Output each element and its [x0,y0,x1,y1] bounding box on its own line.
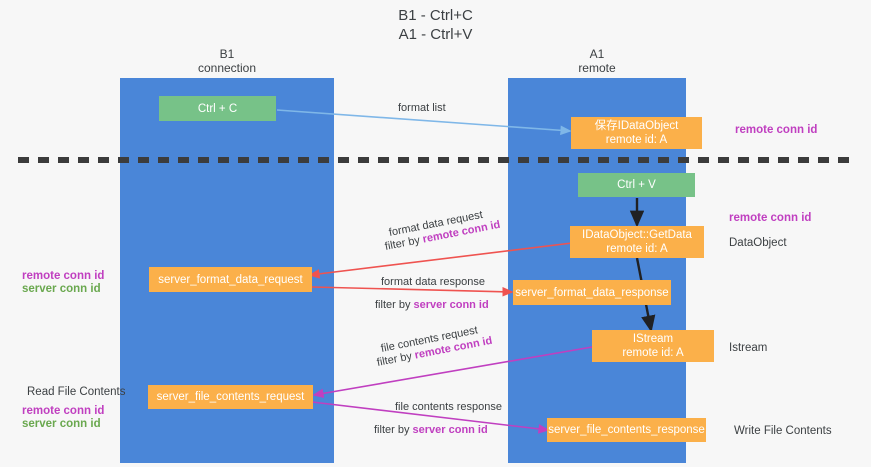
lane-header-b1: B1 connection [197,47,257,75]
node-server-file-contents-request[interactable]: server_file_contents_request [148,385,313,409]
node-istream[interactable]: IStream remote id: A [592,330,714,362]
node-server-format-data-request[interactable]: server_format_data_request [149,267,312,292]
node-ctrl-v[interactable]: Ctrl + V [578,173,695,197]
edge-label-format-list: format list [398,102,446,114]
edge-label-format-data-response-filter: filter by server conn id [375,298,489,312]
annotation-left-remote-conn-id-2: remote conn id [22,405,105,417]
edge-label-file-contents-response-filter: filter by server conn id [374,423,488,437]
edge-label-file-contents-response: file contents response [395,401,503,413]
lane-header-a1: A1 remote [578,47,616,75]
node-server-format-data-response[interactable]: server_format_data_response [513,280,671,305]
annotation-read-file-contents: Read File Contents [27,386,126,398]
annotation-left-remote-conn-id: remote conn id [22,270,105,282]
filter-key-server-conn-id: server conn id [413,299,489,311]
diagram-title: B1 - Ctrl+C A1 - Ctrl+V [398,7,473,43]
annotation-left-server-conn-id-2: server conn id [22,418,101,430]
annotation-dataobject: DataObject [729,237,787,249]
filter-prefix: filter by [375,299,414,311]
annotation-write-file-contents: Write File Contents [734,425,832,437]
node-ctrl-c[interactable]: Ctrl + C [159,96,276,121]
node-server-file-contents-response[interactable]: server_file_contents_response [547,418,706,442]
filter-key-server-conn-id: server conn id [412,424,488,436]
annotation-left-server-conn-id: server conn id [22,283,101,295]
filter-prefix: filter by [374,424,413,436]
edge-label-format-data-response: format data response [381,276,485,288]
annotation-remote-conn-id-mid: remote conn id [729,212,812,224]
annotation-istream: Istream [729,342,768,354]
node-save-dataobject[interactable]: 保存IDataObject remote id: A [571,117,702,149]
annotation-remote-conn-id-top: remote conn id [735,124,818,136]
node-idataobject-getdata[interactable]: IDataObject::GetData remote id: A [570,226,704,258]
